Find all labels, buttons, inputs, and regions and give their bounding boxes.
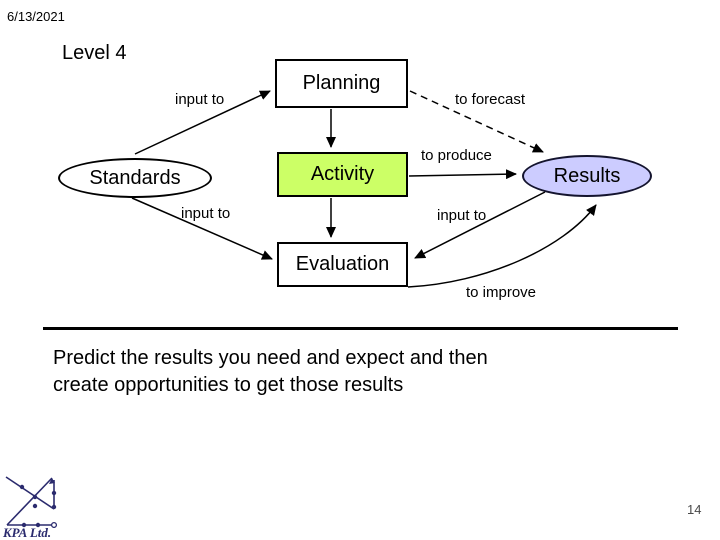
logo-open-dot [50,521,58,528]
logo-line-1 [5,476,55,510]
horizontal-divider [43,327,678,330]
evaluation-label: Evaluation [295,253,390,275]
page-number: 14 [687,502,702,517]
planning-box: Planning [275,59,408,108]
slide-date: 6/13/2021 [7,9,65,24]
edge-label-input-to-left: input to [181,205,231,222]
body-text-line1: Predict the results you need and expect … [53,347,488,369]
edge-label-to-improve: to improve [466,284,537,301]
body-text: Predict the results you need and expect … [53,345,488,399]
edge-results-to-evaluation [414,191,546,259]
slide-title: Level 4 [62,42,127,64]
activity-label: Activity [310,163,375,185]
body-text-line2: create opportunities to get those result… [53,374,404,396]
planning-label: Planning [302,72,381,94]
standards-ellipse: Standards [58,158,212,198]
activity-box: Activity [277,152,408,197]
edge-label-to-produce: to produce [421,147,492,164]
edge-standards-to-evaluation [131,197,273,260]
edge-label-input-to-top: input to [175,91,225,108]
logo-dots [19,478,57,528]
edge-activity-to-results [408,169,517,180]
results-label: Results [553,164,621,187]
edge-evaluation-to-results-curve [407,204,597,288]
edge-label-to-forecast: to forecast [455,91,526,108]
kpa-logo-icon [5,476,58,528]
kpa-logo-text: KPA Ltd. [3,525,52,540]
standards-label: Standards [89,166,181,189]
edge-standards-to-planning [134,90,271,155]
edge-label-input-to-right: input to [437,207,487,224]
edge-planning-to-results-dashed [409,90,544,153]
results-ellipse: Results [522,155,652,197]
logo-line-2 [6,477,53,526]
evaluation-box: Evaluation [277,242,408,287]
